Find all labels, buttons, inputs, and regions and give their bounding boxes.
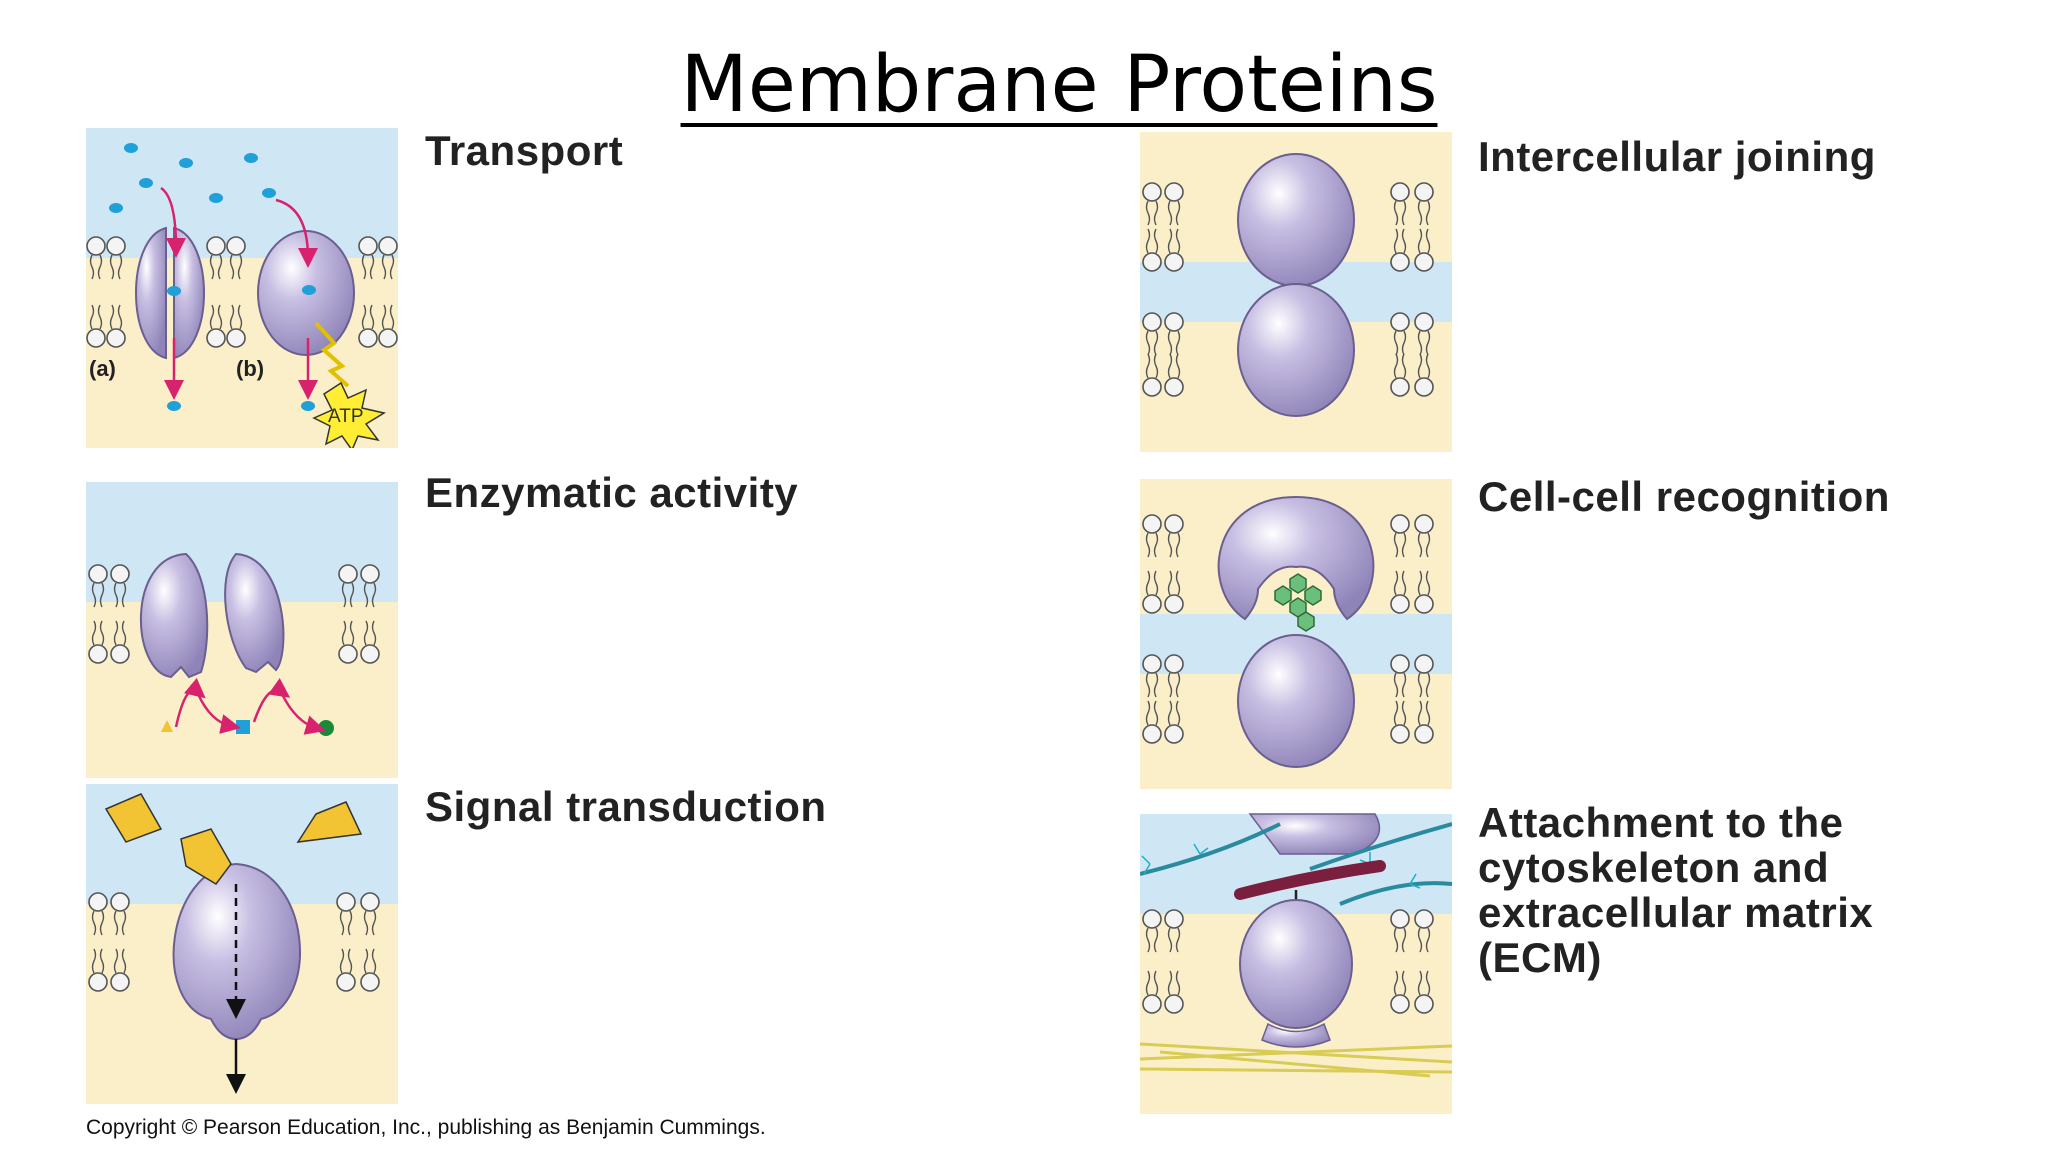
attachment-panel (1140, 804, 1452, 1124)
ecm-fiber (1234, 860, 1386, 900)
recognition-panel (1140, 474, 1452, 794)
cytoskeleton-fibers (1140, 822, 1452, 906)
attachment-label: Attachment to the cytoskeleton and extra… (1478, 800, 1873, 980)
signal-molecule (296, 801, 363, 843)
enzymatic-panel (86, 470, 398, 790)
recognition-illustration (1140, 479, 1452, 789)
joining-illustration (1140, 132, 1452, 452)
attachment-label-line: extracellular matrix (1478, 889, 1874, 936)
solute-molecules (109, 143, 316, 411)
signal-panel (86, 784, 398, 1104)
attachment-label-line: Attachment to the (1478, 799, 1844, 846)
page-title: Membrane Proteins (680, 40, 1438, 130)
transport-illustration: (a) (b) ATP (86, 128, 398, 448)
copyright-notice: Copyright © Pearson Education, Inc., pub… (86, 1116, 766, 1139)
recognition-label: Cell-cell recognition (1478, 473, 1890, 520)
glycoprotein-sugars (1274, 573, 1322, 632)
enzymatic-illustration (86, 482, 398, 778)
signal-illustration (86, 784, 398, 1104)
sublabel-a: (a) (89, 356, 116, 381)
attachment-label-line: cytoskeleton and (1478, 844, 1830, 891)
product-circle (318, 720, 334, 736)
extracellular-matrix (1140, 1042, 1452, 1078)
joining-label: Intercellular joining (1478, 133, 1876, 180)
intermediate-square (236, 720, 250, 734)
signal-molecule-bound (180, 828, 232, 885)
sublabel-b: (b) (236, 356, 264, 381)
atp-burst (312, 381, 386, 448)
attachment-label-line: (ECM) (1478, 934, 1602, 981)
joining-panel (1140, 132, 1452, 452)
signal-label: Signal transduction (425, 783, 827, 830)
enzymatic-label: Enzymatic activity (425, 469, 799, 516)
transport-panel: (a) (b) ATP (86, 128, 398, 448)
substrate-triangle (161, 720, 173, 732)
transport-label: Transport (425, 127, 624, 174)
attachment-illustration (1140, 813, 1452, 1114)
signal-molecule (104, 793, 163, 843)
atp-label: ATP (328, 406, 364, 427)
